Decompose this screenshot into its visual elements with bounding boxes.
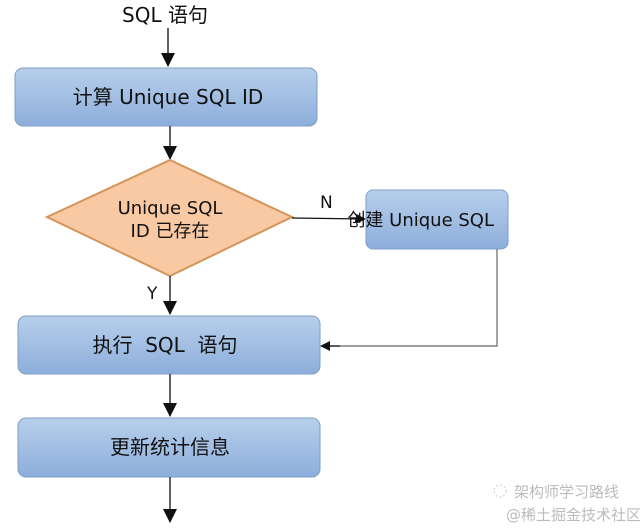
- decision-label-line2: ID 已存在: [131, 221, 210, 242]
- no-label: N: [320, 193, 333, 213]
- watermark: 架构师学习路线 @稀土掘金技术社区: [493, 483, 640, 524]
- create-step-label: 创建 Unique SQL: [347, 210, 494, 231]
- watermark-logo-icon: [493, 484, 507, 498]
- connector-create-to-execute: [322, 249, 498, 347]
- yes-label: Y: [146, 284, 158, 304]
- watermark-text-2: @稀土掘金技术社区: [506, 506, 640, 524]
- watermark-text-1: 架构师学习路线: [514, 483, 619, 501]
- decision-label-line1: Unique SQL: [118, 198, 223, 219]
- compute-step-box: [14, 67, 318, 127]
- execute-step-label: 执行 SQL 语句: [92, 333, 237, 357]
- arrow-decision-to-create: [291, 213, 366, 224]
- create-step-box: [365, 189, 509, 250]
- update-step-label: 更新统计信息: [110, 435, 230, 459]
- execute-step-box: [17, 315, 321, 375]
- update-step-box: [17, 417, 321, 478]
- start-label: SQL 语句: [122, 3, 208, 27]
- compute-step-label: 计算 Unique SQL ID: [73, 85, 264, 109]
